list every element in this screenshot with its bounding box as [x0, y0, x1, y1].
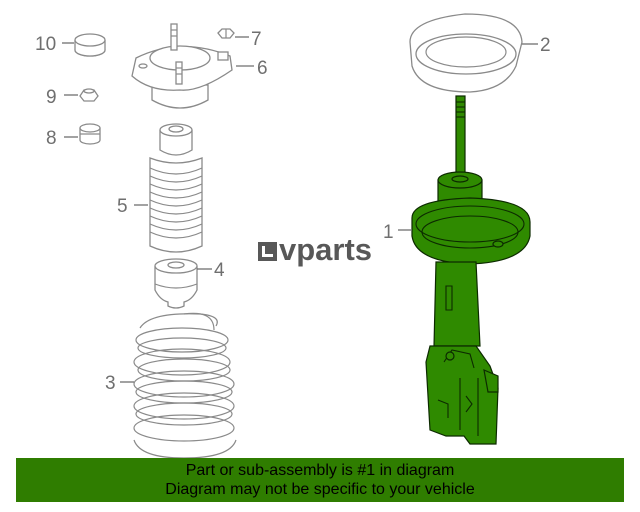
callout-9: 9 — [46, 87, 57, 108]
part-4-bump-stop[interactable] — [154, 258, 198, 309]
part-10-cap[interactable] — [74, 33, 106, 57]
part-8-bushing[interactable] — [79, 123, 101, 145]
callout-3: 3 — [105, 373, 116, 394]
callout-10: 10 — [35, 34, 56, 55]
callout-2: 2 — [540, 35, 551, 56]
part-6-strut-mount[interactable] — [131, 23, 233, 109]
callout-4: 4 — [214, 260, 225, 281]
callout-5: 5 — [117, 196, 128, 217]
part-9-nut[interactable] — [79, 88, 99, 102]
callout-7: 7 — [251, 29, 262, 50]
part-5-dust-boot[interactable] — [149, 123, 203, 253]
part-3-coil-spring[interactable] — [133, 312, 237, 459]
brand-text: vparts — [279, 232, 373, 267]
part-1-strut-assembly[interactable] — [411, 95, 531, 445]
part-7-nut[interactable] — [217, 28, 235, 39]
brand-logo: vparts — [258, 232, 372, 268]
part-2-spring-seat[interactable] — [409, 13, 523, 93]
callout-1: 1 — [383, 222, 394, 243]
banner-line-2: Diagram may not be specific to your vehi… — [165, 481, 475, 498]
brand-mark-icon — [258, 242, 277, 261]
banner-line-1: Part or sub-assembly is #1 in diagram — [185, 462, 455, 479]
callout-8: 8 — [46, 128, 57, 149]
callout-6: 6 — [257, 58, 268, 79]
info-banner: Part or sub-assembly is #1 in diagram Di… — [16, 458, 624, 502]
